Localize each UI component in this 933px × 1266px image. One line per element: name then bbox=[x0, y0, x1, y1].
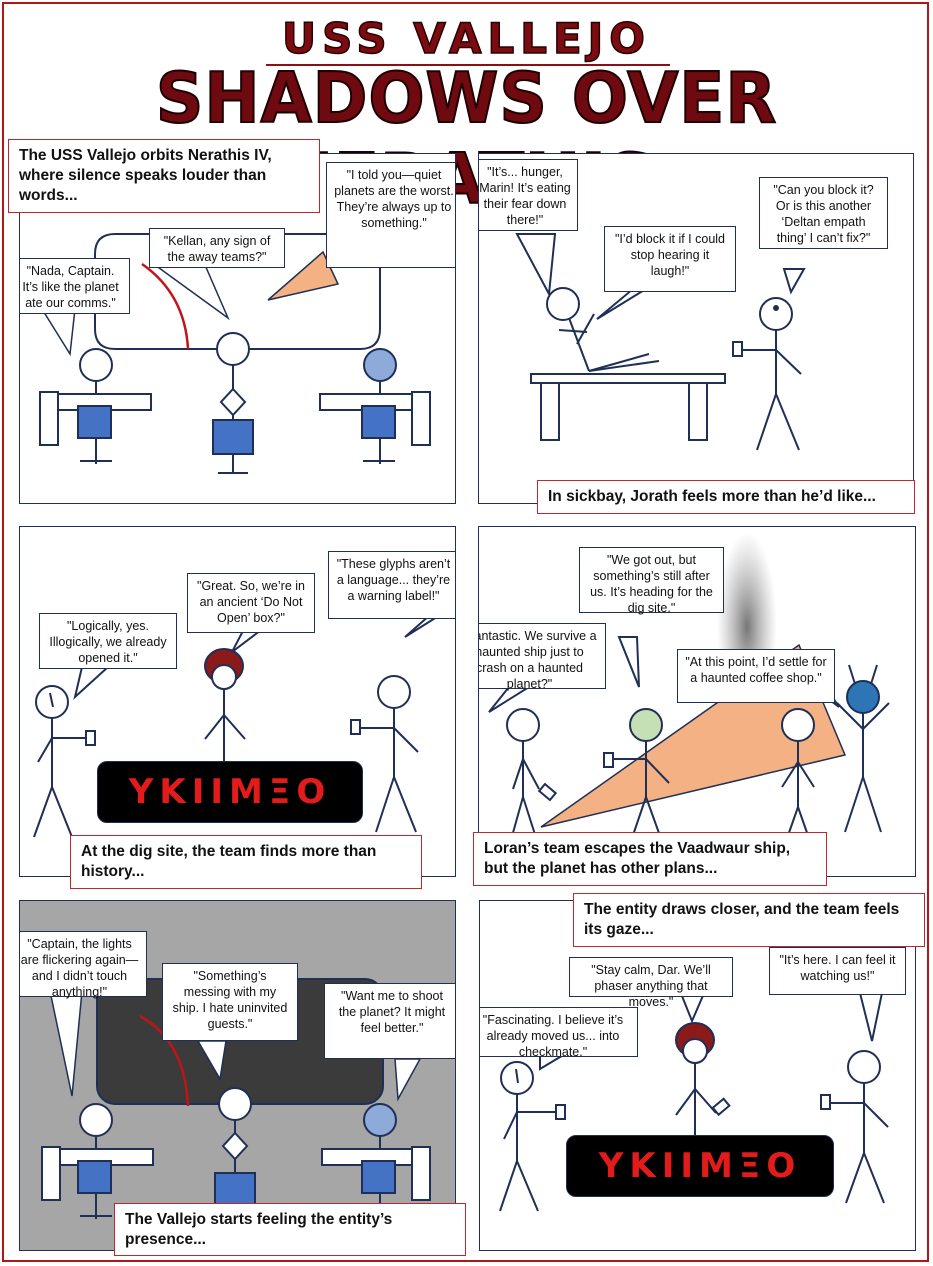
patient-head bbox=[546, 287, 580, 321]
bubble-5-2: "Something’s messing with my ship. I hat… bbox=[162, 963, 298, 1041]
bubble-3-2: "Great. So, we’re in an ancient ‘Do Not … bbox=[187, 573, 315, 633]
bubble-2-2: "I’d block it if I could stop hearing it… bbox=[604, 226, 736, 292]
caption-3: At the dig site, the team finds more tha… bbox=[70, 835, 422, 889]
glyph-panel: ΥΚΙΙΜΞΟ bbox=[97, 761, 363, 823]
security-head bbox=[377, 675, 411, 709]
caption-5: The Vallejo starts feeling the entity’s … bbox=[114, 1203, 466, 1256]
panel-2-sickbay: "It’s... hunger, Marin! It’s eating thei… bbox=[478, 153, 914, 504]
bubble-1-2: "Kellan, any sign of the away teams?" bbox=[149, 228, 285, 268]
crew-1-head bbox=[506, 708, 540, 742]
title-underline bbox=[266, 64, 670, 66]
bubble-6-3: "It’s here. I can feel it watching us!" bbox=[769, 947, 906, 995]
panel-3-dig-site: ΥΚΙΙΜΞΟ "Logically, yes. Illogically, we… bbox=[19, 526, 456, 877]
captain-head bbox=[216, 332, 250, 366]
bubble-6-1: "Fascinating. I believe it’s already mov… bbox=[480, 1007, 638, 1059]
panel-2-art bbox=[515, 233, 806, 451]
crew-3-head bbox=[781, 708, 815, 742]
officer-right-head bbox=[363, 348, 397, 382]
officer-left-head bbox=[79, 348, 113, 382]
panel-4-escape: "We got out, but something’s still after… bbox=[478, 526, 916, 877]
engineer-head bbox=[211, 664, 237, 690]
bubble-1-1: "Nada, Captain. It’s like the planet ate… bbox=[20, 258, 130, 314]
crew-4-head bbox=[846, 680, 880, 714]
doctor-head bbox=[759, 297, 793, 331]
bubble-1-3: "I told you—quiet planets are the worst.… bbox=[326, 162, 455, 268]
bubble-3-1: "Logically, yes. Illogically, we already… bbox=[39, 613, 177, 669]
caption-2: In sickbay, Jorath feels more than he’d … bbox=[537, 480, 915, 514]
panel-6-art bbox=[499, 990, 889, 1212]
bubble-5-1: "Captain, the lights are flickering agai… bbox=[20, 931, 147, 999]
bubble-3-3: "These glyphs aren’t a language... they’… bbox=[328, 551, 455, 619]
caption-6: The entity draws closer, and the team fe… bbox=[573, 893, 925, 947]
panel-5-bridge-dark: "Captain, the lights are flickering agai… bbox=[19, 900, 456, 1251]
caption-4: Loran’s team escapes the Vaadwaur ship, … bbox=[473, 832, 827, 886]
captain-head-dark bbox=[218, 1087, 252, 1121]
crew-2-head bbox=[629, 708, 663, 742]
bubble-4-3: "At this point, I’d settle for a haunted… bbox=[677, 649, 835, 703]
glyph-panel-2: ΥΚΙΙΜΞΟ bbox=[566, 1135, 834, 1197]
panel-6-gaze: ΥΚΙΙΜΞΟ "Fascinating. I believe it’s alr… bbox=[479, 900, 916, 1251]
panel-1-art bbox=[39, 224, 431, 474]
caption-1: The USS Vallejo orbits Nerathis IV, wher… bbox=[8, 139, 320, 213]
bubble-4-2: "Fantastic. We survive a haunted ship ju… bbox=[479, 623, 606, 691]
ship-title: USS VALLEJO bbox=[281, 13, 652, 64]
bubble-6-2: "Stay calm, Dar. We’ll phaser anything t… bbox=[569, 957, 733, 1009]
panel-3-art bbox=[33, 614, 444, 838]
bubble-2-3: "Can you block it? Or is this another ‘D… bbox=[759, 177, 888, 249]
bubble-2-1: "It’s... hunger, Marin! It’s eating thei… bbox=[479, 159, 578, 231]
bubble-4-1: "We got out, but something’s still after… bbox=[579, 547, 724, 615]
bubble-5-3: "Want me to shoot the planet? It might f… bbox=[324, 983, 455, 1059]
security-head-2 bbox=[847, 1050, 881, 1084]
shuttle-shape bbox=[267, 250, 340, 301]
